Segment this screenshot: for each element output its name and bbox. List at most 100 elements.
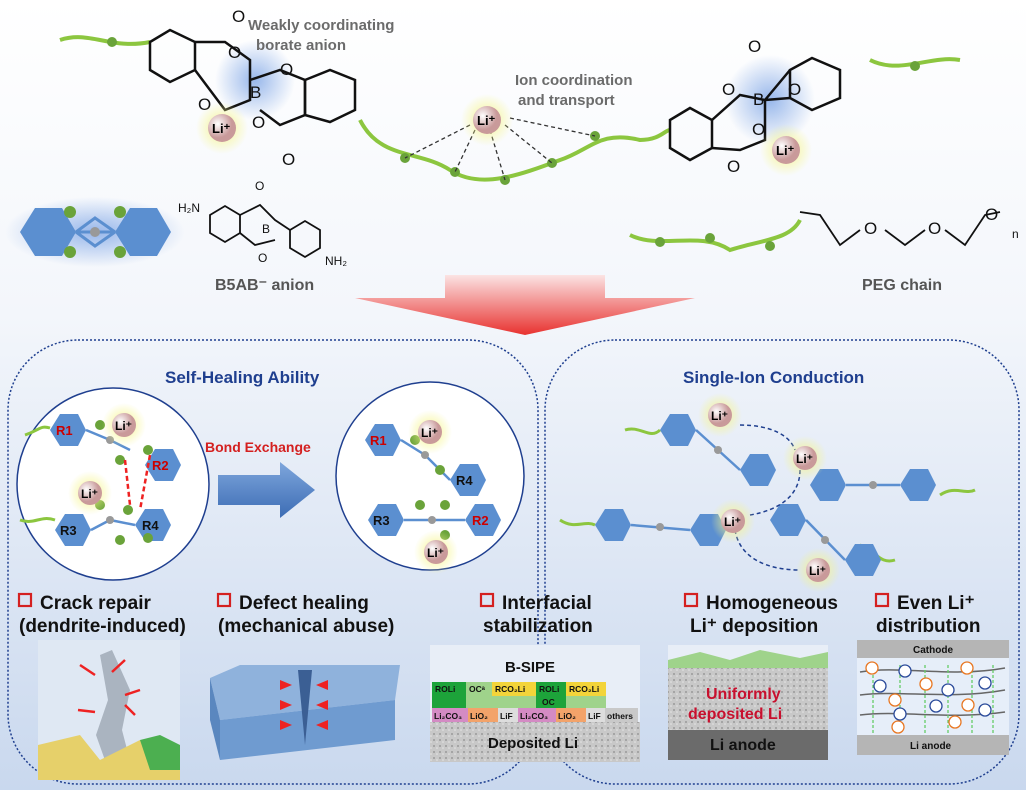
li-ion-label: Li⁺ <box>724 515 741 529</box>
atom-o: O <box>928 219 941 238</box>
li-ion: Li⁺ <box>102 403 146 447</box>
atom-o: O <box>722 80 735 99</box>
li-ion-label: Li⁺ <box>711 409 728 423</box>
atom-o: O <box>727 157 740 176</box>
atom-h2n: H₂N <box>178 201 200 215</box>
sei-component: LiF <box>588 711 601 721</box>
transition-arrow <box>355 275 695 335</box>
borate-atoms-left: O O O B O O O <box>198 7 295 169</box>
atom-o: O <box>258 251 267 265</box>
r4-label: R4 <box>456 473 473 488</box>
feature-title: Interfacial <box>502 593 592 614</box>
feature-homogeneous: Homogeneous Li⁺ deposition <box>683 592 838 637</box>
checkbox-icon <box>479 592 495 608</box>
atom-nh2: NH₂ <box>325 254 347 268</box>
borate-atoms-right: O O B O O O <box>722 37 801 176</box>
sei-component: others <box>607 711 633 721</box>
li-anode-label: Li anode <box>710 737 776 754</box>
atom-o: O <box>232 7 245 26</box>
defect-healing-illustration <box>210 665 400 760</box>
li-ion-label: Li⁺ <box>477 113 496 128</box>
r4-label: R4 <box>142 518 159 533</box>
r1-label: R1 <box>370 433 387 448</box>
atom-b: B <box>753 90 764 109</box>
atom-o: O <box>228 43 241 62</box>
ion-coordination-label: Ion coordination <box>515 72 633 89</box>
sei-component: LiF <box>500 711 513 721</box>
li-ion: Li⁺ <box>461 94 513 146</box>
li-ion: Li⁺ <box>783 436 827 480</box>
checkbox-icon <box>216 592 232 608</box>
feature-title: Even Li⁺ <box>897 593 975 614</box>
b5ab-label: B5AB⁻ anion <box>215 277 314 294</box>
b5ab-atoms: H₂N O B O NH₂ <box>178 179 347 268</box>
distribution-illustration: Cathode Li anode <box>857 640 1009 755</box>
feature-subtitle: (dendrite-induced) <box>19 616 186 637</box>
li-ion-label: Li⁺ <box>421 426 438 440</box>
crack-repair-illustration <box>38 640 180 780</box>
peg-label: PEG chain <box>862 277 942 294</box>
feature-title: Defect healing <box>239 593 369 614</box>
sei-component: RCO₂Li <box>495 684 525 694</box>
atom-b: B <box>262 222 270 236</box>
feature-subtitle: Li⁺ deposition <box>690 616 818 637</box>
self-healing-title: Self-Healing Ability <box>165 368 320 387</box>
network-after <box>365 424 501 540</box>
sei-component: Li₂CO₃ <box>434 711 462 721</box>
feature-even-distribution: Even Li⁺ distribution <box>874 592 980 637</box>
sei-component: OC <box>542 697 555 707</box>
deposited-li-label: Deposited Li <box>488 735 578 752</box>
li-ion: Li⁺ <box>796 548 840 592</box>
li-ion-label: Li⁺ <box>809 564 826 578</box>
checkbox-icon <box>17 592 33 608</box>
feature-crack-repair: Crack repair (dendrite-induced) <box>17 592 186 637</box>
atom-b: B <box>250 83 261 102</box>
anion-glow <box>215 40 295 120</box>
sei-component: Li₂CO₃ <box>520 711 548 721</box>
atom-o: O <box>864 219 877 238</box>
feature-title: Crack repair <box>40 593 152 614</box>
borate-label: Weakly coordinating <box>248 17 394 34</box>
atom-o: O <box>252 113 265 132</box>
li-ion: Li⁺ <box>711 499 755 543</box>
atom-o: O <box>985 205 998 224</box>
atom-o: O <box>752 120 765 139</box>
atom-n: n <box>1012 227 1019 241</box>
r1-label: R1 <box>56 423 73 438</box>
b5ab-model <box>20 206 171 258</box>
self-healing-panel <box>7 339 539 785</box>
network-before <box>19 414 181 546</box>
r2-label: R2 <box>152 458 169 473</box>
atom-o: O <box>748 37 761 56</box>
atom-o: O <box>282 150 295 169</box>
borate-label: borate anion <box>256 37 346 54</box>
sei-illustration: B-SIPE ROLi OCᵃ RCO₂Li ROLi OC RCO₂Li Li… <box>430 645 640 762</box>
li-ion-label: Li⁺ <box>212 121 231 136</box>
feature-defect-healing: Defect healing (mechanical abuse) <box>216 592 394 637</box>
sei-component: OCᵃ <box>469 684 486 694</box>
peg-atoms: O O O n <box>864 205 1019 241</box>
li-ion: Li⁺ <box>760 124 812 176</box>
li-ion-label: Li⁺ <box>776 143 795 158</box>
bond-exchange-arrow <box>218 462 315 518</box>
deposition-label: Uniformly <box>706 686 781 703</box>
li-ion: Li⁺ <box>68 471 112 515</box>
sei-component: RCO₂Li <box>569 684 599 694</box>
li-ion-label: Li⁺ <box>115 419 132 433</box>
checkbox-icon <box>874 592 890 608</box>
atom-o: O <box>280 60 293 79</box>
b5ab-structure <box>209 203 321 259</box>
cathode-label: Cathode <box>913 645 953 656</box>
sei-component: LiO₂ <box>558 711 576 721</box>
single-ion-title: Single-Ion Conduction <box>683 368 864 387</box>
ion-coordination-label: and transport <box>518 92 615 109</box>
borate-anion-right <box>668 56 842 162</box>
atom-o: O <box>788 80 801 99</box>
deposition-label: deposited Li <box>688 706 782 723</box>
peg-structure <box>799 211 1001 247</box>
sei-component: ROLi <box>539 684 559 694</box>
li-ion-label: Li⁺ <box>796 452 813 466</box>
feature-interfacial: Interfacial stabilization <box>479 592 593 637</box>
r3-label: R3 <box>60 523 77 538</box>
